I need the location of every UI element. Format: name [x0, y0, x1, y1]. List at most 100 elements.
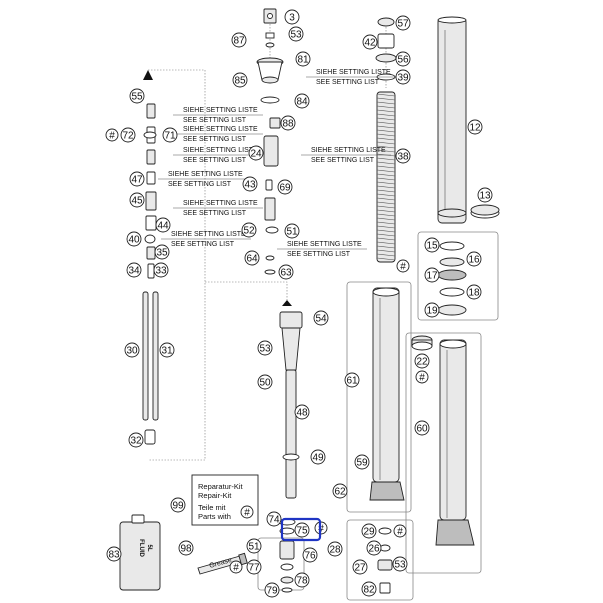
- callout-98: 98: [178, 540, 194, 556]
- callout-label: 32: [130, 436, 142, 447]
- bushing-22: [411, 335, 433, 351]
- callout-13: 13: [477, 187, 493, 203]
- callout-71: 71: [162, 127, 178, 143]
- hash-marker-label: #: [318, 524, 324, 535]
- hash-marker-label: #: [397, 527, 403, 538]
- callout-82: 82: [361, 581, 377, 597]
- top-cap-stack: [256, 8, 284, 104]
- callout-53: 53: [257, 340, 273, 356]
- callout-label: 57: [397, 19, 409, 30]
- callout-label: 28: [329, 545, 341, 556]
- callout-label: 45: [131, 196, 143, 207]
- callout-label: 53: [394, 560, 406, 571]
- callout-label: 98: [180, 544, 192, 555]
- callout-39: 39: [395, 69, 411, 85]
- callout-label: 78: [296, 576, 308, 587]
- hash-marker: #: [415, 370, 429, 384]
- callout-label: 18: [468, 288, 480, 299]
- callout-label: 62: [334, 487, 346, 498]
- callout-72: 72: [120, 127, 136, 143]
- callout-label: 88: [282, 119, 294, 130]
- note-en: SEE SETTING LIST: [287, 251, 351, 258]
- callout-label: 63: [280, 268, 292, 279]
- callout-label: 35: [156, 248, 168, 259]
- axle-clamp-group-box: [346, 519, 414, 601]
- callout-label: 44: [157, 221, 169, 232]
- callout-label: 30: [126, 346, 138, 357]
- seal-set: [437, 241, 467, 316]
- hash-marker-label: #: [419, 373, 425, 384]
- callout-52: 52: [241, 222, 257, 238]
- callout-label: 56: [397, 55, 409, 66]
- note-de: SIEHE SETTING LISTE: [183, 147, 258, 154]
- note-en: SEE SETTING LIST: [311, 157, 375, 164]
- callout-label: 26: [368, 544, 380, 555]
- callout-3: 3: [284, 9, 300, 25]
- callout-26: 26: [366, 540, 382, 556]
- callout-81: 81: [295, 51, 311, 67]
- callout-57: 57: [395, 15, 411, 31]
- callout-label: 59: [356, 458, 368, 469]
- callout-83: 83: [106, 546, 122, 562]
- callout-label: 29: [363, 527, 375, 538]
- callout-label: 84: [296, 97, 308, 108]
- callout-63: 63: [278, 264, 294, 280]
- callout-label: 81: [297, 55, 309, 66]
- callout-99: 99: [170, 497, 186, 513]
- damper-rods: [142, 291, 159, 445]
- hash-marker: #: [393, 524, 407, 538]
- callout-53: 53: [392, 556, 408, 572]
- callout-label: 13: [479, 191, 491, 202]
- fluid-can-label-2: 5L: [146, 544, 152, 551]
- callout-label: 12: [469, 123, 481, 134]
- callout-label: 69: [279, 183, 291, 194]
- callout-label: 15: [426, 241, 438, 252]
- callout-label: 53: [259, 344, 271, 355]
- hash-marker-label: #: [400, 262, 406, 273]
- assembly-arrow-top: [143, 70, 153, 80]
- callout-label: 48: [296, 408, 308, 419]
- callout-12: 12: [467, 119, 483, 135]
- callout-17: 17: [424, 267, 440, 283]
- hash-marker-label: #: [233, 563, 239, 574]
- callout-51: 51: [246, 538, 262, 554]
- callout-label: 75: [296, 526, 308, 537]
- callout-44: 44: [155, 217, 171, 233]
- callout-label: 34: [128, 266, 140, 277]
- spring-seat-stack: [375, 17, 397, 81]
- callout-56: 56: [395, 51, 411, 67]
- callout-60: 60: [414, 420, 430, 436]
- callout-label: 76: [304, 551, 316, 562]
- outer-tube-right: [369, 287, 405, 501]
- hash-marker: #: [396, 259, 410, 273]
- callout-69: 69: [277, 179, 293, 195]
- hash-marker: #: [229, 560, 243, 574]
- setting-list-note: SIEHE SETTING LISTE SEE SETTING LIST: [306, 69, 396, 86]
- callout-53: 53: [288, 26, 304, 42]
- callout-40: 40: [126, 231, 142, 247]
- hash-marker: #: [105, 128, 119, 142]
- callout-76: 76: [302, 547, 318, 563]
- callout-label: 24: [250, 149, 262, 160]
- callout-label: 71: [164, 131, 176, 142]
- callout-30: 30: [124, 342, 140, 358]
- note-de: SIEHE SETTING LISTE: [287, 241, 362, 248]
- callout-label: 55: [131, 92, 143, 103]
- callout-78: 78: [294, 572, 310, 588]
- note-en: SEE SETTING LIST: [316, 79, 380, 86]
- cartridge-tube: [279, 300, 303, 499]
- cartridge-base-parts: [278, 518, 296, 593]
- note-de: SIEHE SETTING LISTE: [316, 69, 391, 76]
- fork-spring: [376, 91, 396, 263]
- callout-label: 85: [234, 76, 246, 87]
- callout-51: 51: [284, 223, 300, 239]
- callout-label: 83: [108, 550, 120, 561]
- callout-label: 87: [233, 36, 245, 47]
- callout-38: 38: [395, 148, 411, 164]
- callout-74: 74: [266, 511, 282, 527]
